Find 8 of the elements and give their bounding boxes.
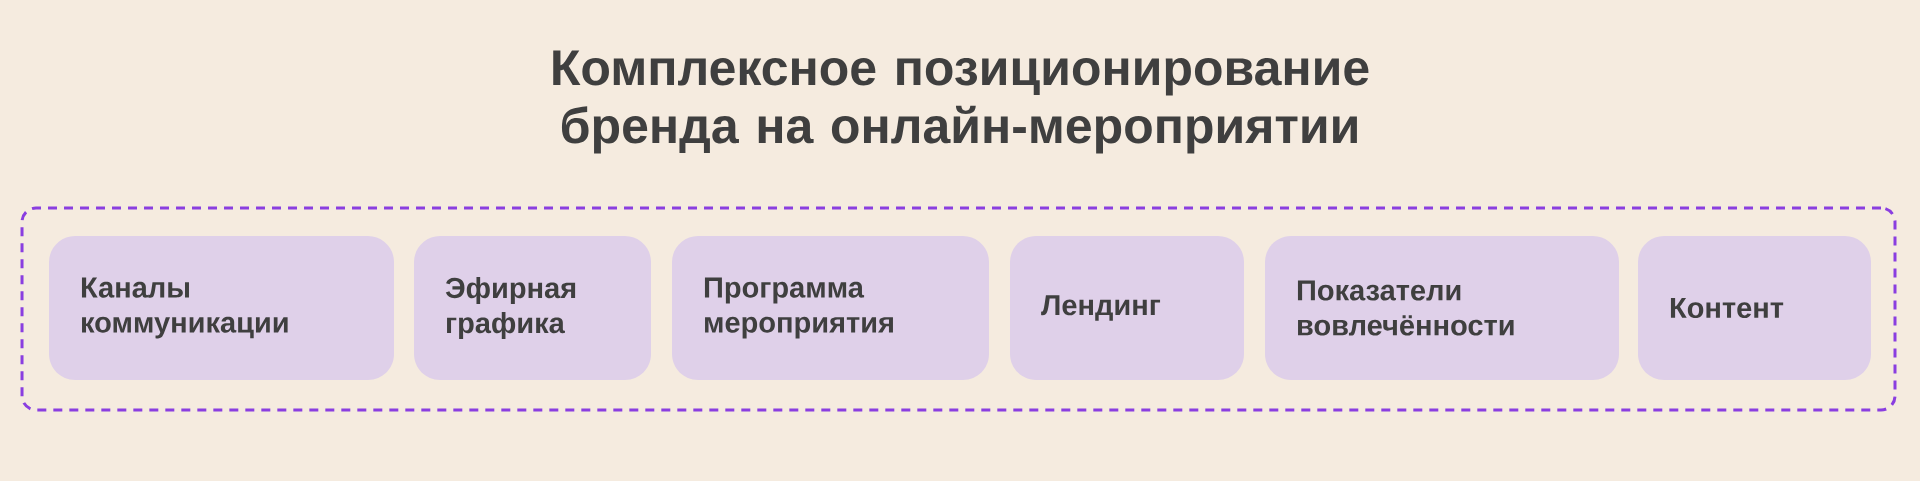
item-box: Программа мероприятия [672,236,989,380]
item-box: Каналы коммуникации [49,236,394,380]
item-box: Контент [1638,236,1871,380]
item-box: Показатели вовлечённости [1265,236,1619,380]
dashed-frame [20,206,1897,412]
item-box: Эфирная графика [414,236,651,380]
title: Комплексное позиционирование бренда на онлайн-мероприятии [553,50,1369,154]
item-box: Лендинг [1010,236,1244,380]
